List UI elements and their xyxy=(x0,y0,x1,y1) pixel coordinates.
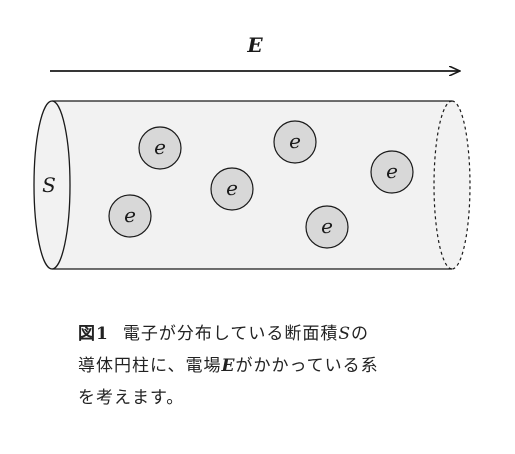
area-label: S xyxy=(42,173,56,197)
caption-line-3: を考えます。 xyxy=(78,388,185,408)
electron-label-1: e xyxy=(154,135,166,159)
conductor-cylinder-diagram: E S e e e e e e xyxy=(33,33,471,270)
electron-label-5: e xyxy=(124,203,136,227)
electron-4 xyxy=(210,167,254,211)
electron-label-2: e xyxy=(289,129,301,153)
cylinder-right-end-back xyxy=(433,100,453,270)
field-label: E xyxy=(246,33,263,57)
electron-2 xyxy=(273,120,317,164)
electron-label-4: e xyxy=(226,176,238,200)
electron-label-3: e xyxy=(386,159,398,183)
electron-1 xyxy=(138,126,182,170)
electron-5 xyxy=(108,194,152,238)
cross-section-ellipse xyxy=(33,100,71,270)
electron-label-6: e xyxy=(321,214,333,238)
caption-line-2: 導体円柱に、電場Eがかかっている系 xyxy=(78,356,379,376)
electron-3 xyxy=(370,150,414,194)
field-symbol: E xyxy=(221,356,236,376)
electrons-group: e e e e e e xyxy=(108,120,414,249)
electron-6 xyxy=(305,205,349,249)
area-symbol: S xyxy=(338,324,351,344)
cylinder-right-end-front xyxy=(451,100,471,270)
figure-label: 図1 xyxy=(78,324,109,344)
